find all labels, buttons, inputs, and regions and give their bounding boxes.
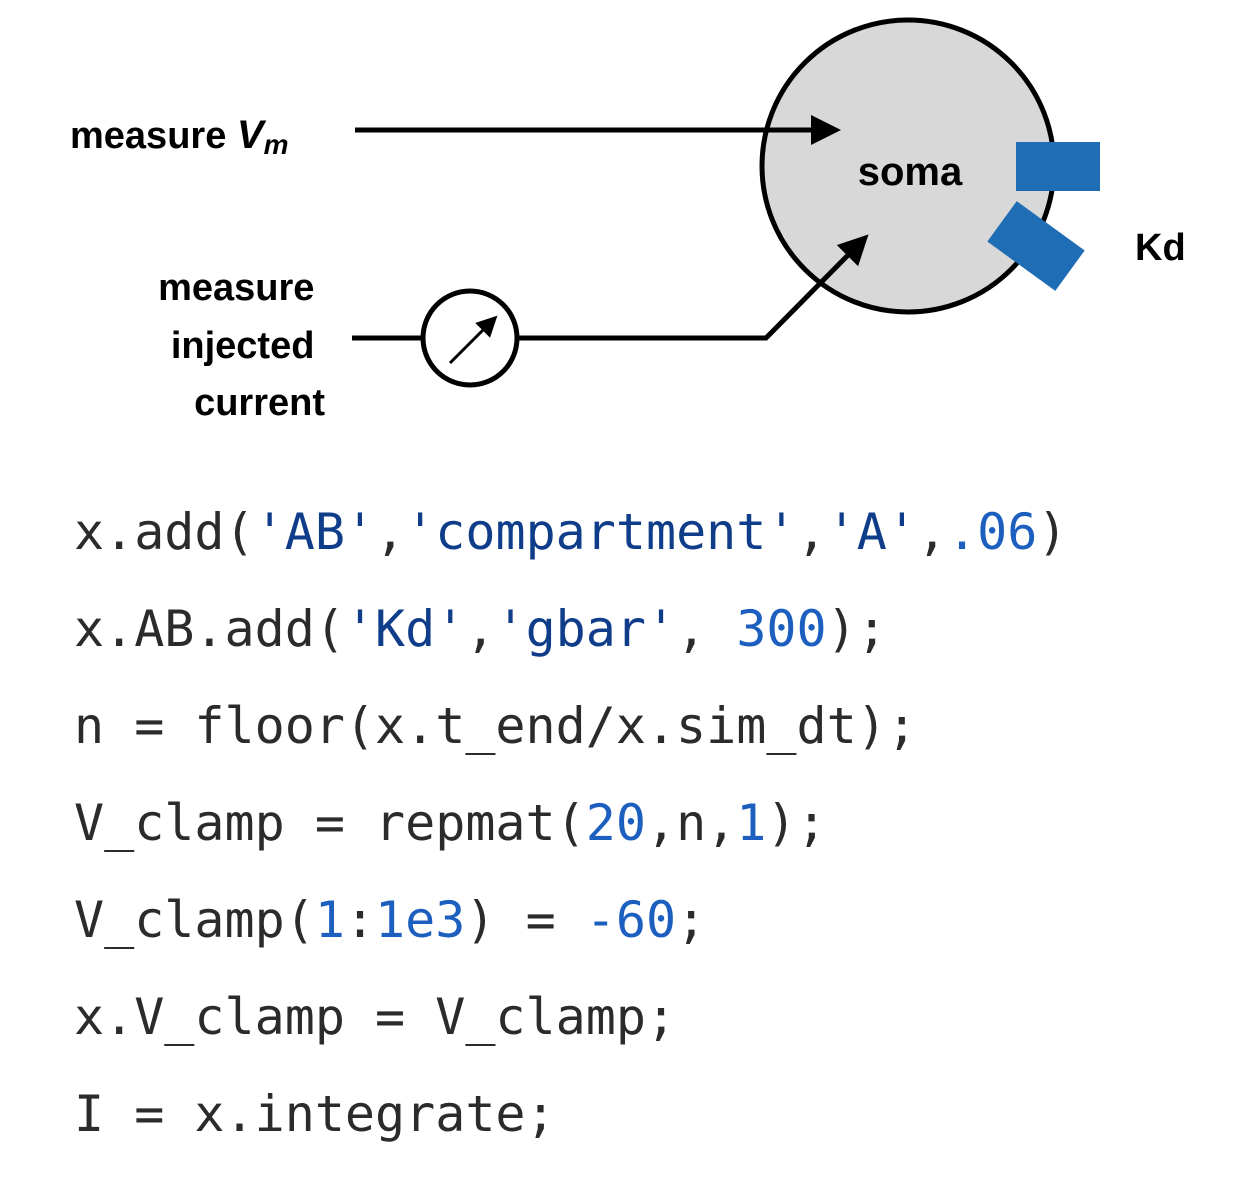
code-text: ; — [676, 891, 707, 949]
code-number: 1e3 — [375, 891, 466, 949]
measure-vm-label: measure Vm — [70, 113, 288, 160]
code-text: ) — [1037, 503, 1068, 561]
code-line: I = x.integrate; — [74, 1070, 1067, 1167]
code-text: ); — [826, 600, 887, 658]
code-line: n = floor(x.t_end/x.sim_dt); — [74, 682, 1067, 779]
code-text: , — [375, 503, 406, 561]
code-line: V_clamp = repmat(20,n,1); — [74, 779, 1067, 876]
code-text: x.AB.add( — [74, 600, 345, 658]
code-text: V_clamp = repmat( — [74, 794, 586, 852]
code-line: x.add('AB','compartment','A',.06) — [74, 488, 1067, 585]
code-text: ); — [766, 794, 827, 852]
code-string: 'gbar' — [495, 600, 677, 658]
code-text: , — [676, 600, 737, 658]
code-string: 'compartment' — [405, 503, 797, 561]
code-line: x.AB.add('Kd','gbar', 300); — [74, 585, 1067, 682]
code-text: , — [796, 503, 827, 561]
code-string: 'A' — [826, 503, 917, 561]
measure-current-label: measure injected current — [158, 267, 325, 424]
code-text: ,n, — [645, 794, 737, 852]
code-text: n = floor(x.t_end/x.sim_dt); — [74, 697, 917, 755]
code-text: I = x.integrate; — [74, 1085, 556, 1143]
current-lead-right — [517, 234, 869, 341]
code-block: x.add('AB','compartment','A',.06)x.AB.ad… — [74, 488, 1067, 1167]
code-text: , — [465, 600, 496, 658]
code-number: 300 — [736, 600, 827, 658]
code-string: 'Kd' — [344, 600, 466, 658]
code-line: V_clamp(1:1e3) = -60; — [74, 876, 1067, 973]
code-text: V_clamp( — [74, 891, 315, 949]
ammeter-icon — [420, 288, 520, 388]
kd-channel-bottom — [987, 201, 1085, 291]
code-text: ) = — [465, 891, 586, 949]
kd-channel-top — [1016, 142, 1100, 191]
code-text: x.V_clamp = V_clamp; — [74, 988, 677, 1046]
code-text: : — [344, 891, 376, 949]
code-line: x.V_clamp = V_clamp; — [74, 973, 1067, 1070]
code-number: 20 — [585, 794, 646, 852]
code-number: .06 — [947, 503, 1038, 561]
soma-diagram: soma Kd measure Vm measure injected curr… — [70, 17, 1186, 424]
code-text: x.add( — [74, 503, 255, 561]
code-text: , — [916, 503, 948, 561]
code-string: 'AB' — [254, 503, 376, 561]
code-number: 1 — [736, 794, 767, 852]
soma-label: soma — [858, 150, 963, 194]
kd-label: Kd — [1135, 227, 1186, 269]
code-number: 1 — [314, 891, 345, 949]
code-number: -60 — [585, 891, 677, 949]
